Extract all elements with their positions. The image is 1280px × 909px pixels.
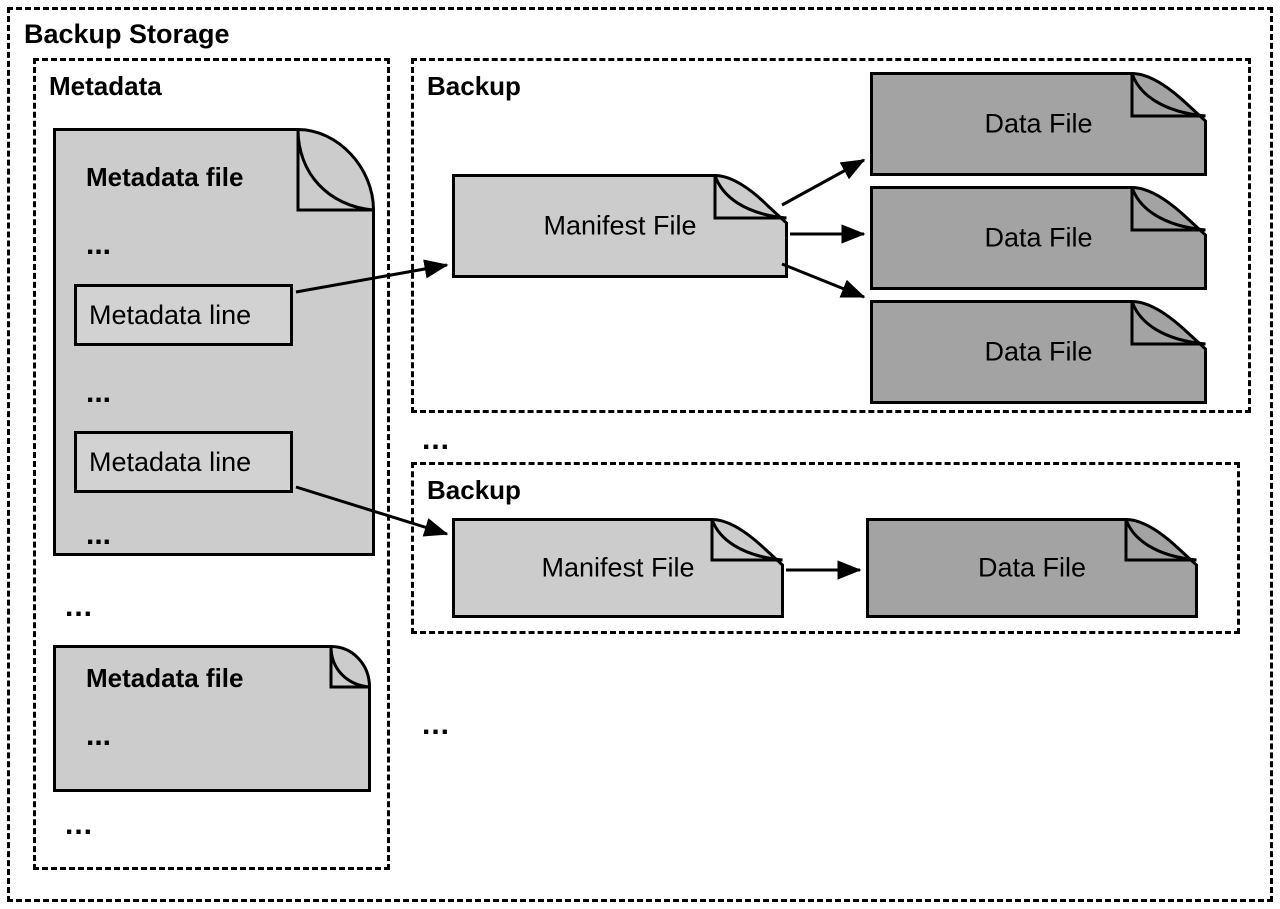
metadata-file-2[interactable]: Metadata file ... [53,645,371,792]
metadata-line-2[interactable]: Metadata line [74,431,293,493]
backup-group-2-title: Backup [427,475,521,505]
metadata-line-1-label: Metadata line [89,299,252,330]
metadata-line-1[interactable]: Metadata line [74,284,293,346]
data-file-1-1[interactable]: Data File [870,72,1207,176]
data-file-1-2[interactable]: Data File [870,186,1207,290]
metadata-file-1[interactable]: Metadata file ... Metadata line ... Meta… [53,128,375,556]
backup-storage-container: Backup Storage [7,7,1273,902]
metadata-file-1-ellipsis-top: ... [86,228,112,261]
backup-group-1-title: Backup [427,71,521,101]
metadata-file-1-ellipsis-middle: ... [86,376,112,409]
manifest-file-1[interactable]: Manifest File [452,174,788,278]
backup-storage-title: Backup Storage [24,19,230,49]
metadata-file-1-ellipsis-bottom: ... [86,518,112,551]
backups-trailing-ellipsis: ... [422,708,451,741]
data-file-1-3[interactable]: Data File [870,300,1207,404]
metadata-group-trailing-ellipsis: ... [65,808,94,841]
backup-group-1-container: Backup [411,58,1251,413]
metadata-file-2-ellipsis: ... [86,719,112,752]
backups-separator-ellipsis: ... [422,423,451,456]
data-file-2-1[interactable]: Data File [866,518,1198,618]
metadata-group-container: Metadata [33,58,390,870]
metadata-line-2-label: Metadata line [89,446,252,477]
metadata-group-title: Metadata [49,71,162,101]
metadata-files-separator-ellipsis: ... [65,590,94,623]
manifest-file-2[interactable]: Manifest File [452,518,784,618]
